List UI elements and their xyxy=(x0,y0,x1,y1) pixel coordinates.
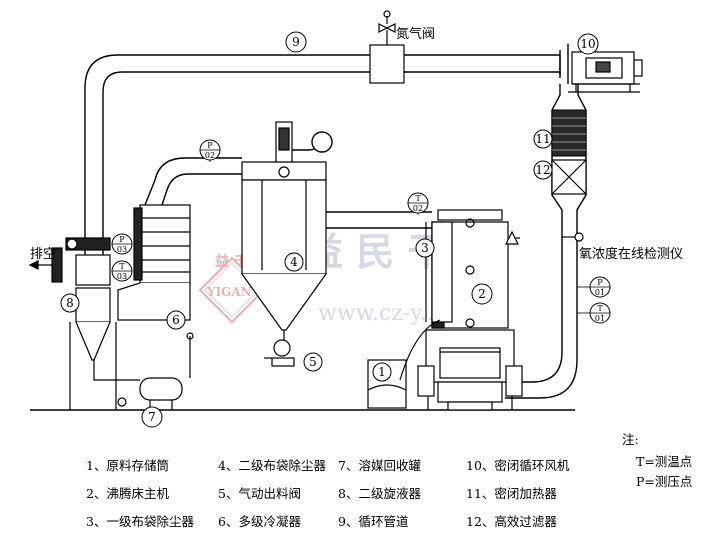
sensor-p03: P 03 xyxy=(111,233,133,255)
hepa-filter xyxy=(551,159,587,195)
svg-text:01: 01 xyxy=(595,314,605,323)
pneumatic-discharge-valve xyxy=(264,339,295,367)
legend-item-6: 6、多级冷凝器 xyxy=(218,514,301,529)
callout-3 xyxy=(415,238,435,258)
legend-note: 注: T=测温点 P=测压点 xyxy=(622,432,692,489)
svg-text:02: 02 xyxy=(413,204,423,213)
callout-1 xyxy=(372,362,392,382)
callout-2-text: 2 xyxy=(478,287,486,301)
secondary-cyclone xyxy=(65,237,117,410)
svg-text:P: P xyxy=(597,278,603,287)
callout-10 xyxy=(577,33,599,55)
vent-label: 排空 xyxy=(30,247,56,262)
legend-item-11: 11、密闭加热器 xyxy=(466,486,557,501)
callout-7 xyxy=(141,406,163,428)
sensor-p02: P 02 xyxy=(199,139,221,162)
circulation-pipe xyxy=(84,44,569,255)
callout-11 xyxy=(533,129,553,149)
legend-item-3: 3、一级布袋除尘器 xyxy=(86,514,194,529)
o2-meter-label: 氧浓度在线检测仪 xyxy=(579,246,683,262)
callout-8-text: 8 xyxy=(66,296,74,310)
callout-12 xyxy=(533,160,553,180)
legend-item-5: 5、气动出料阀 xyxy=(218,486,301,501)
legend-item-1: 1、原料存储筒 xyxy=(86,458,169,473)
circulation-fan xyxy=(568,51,643,93)
svg-text:P: P xyxy=(119,235,125,244)
nitrogen-valve-label: 氮气阀 xyxy=(396,26,435,42)
callout-12-text: 12 xyxy=(535,163,550,177)
callout-10-text: 10 xyxy=(580,37,595,51)
duct-filter-to-condenser xyxy=(144,131,333,206)
legend-item-12: 12、高效过滤器 xyxy=(466,514,557,529)
note-t: T=测温点 xyxy=(636,454,692,469)
vent-outlet xyxy=(28,247,63,283)
callout-5 xyxy=(303,352,323,372)
callout-4-text: 4 xyxy=(290,255,298,269)
callout-2 xyxy=(471,283,493,305)
legend-item-4: 4、二级布袋除尘器 xyxy=(218,458,326,473)
callout-3-text: 3 xyxy=(421,241,429,255)
o2-meter xyxy=(562,232,584,242)
svg-text:02: 02 xyxy=(205,151,215,160)
callout-5-text: 5 xyxy=(309,355,317,369)
nitrogen-valve xyxy=(369,10,405,84)
svg-text:T: T xyxy=(415,194,421,203)
duct-main-to-filter xyxy=(325,211,432,229)
callout-9-text: 9 xyxy=(292,35,300,49)
callout-9 xyxy=(285,31,307,53)
callout-7-text: 7 xyxy=(148,410,156,424)
callout-11-text: 11 xyxy=(535,132,550,146)
callout-8 xyxy=(60,293,80,313)
secondary-bag-filter xyxy=(241,121,327,345)
legend-item-8: 8、二级旋液器 xyxy=(338,486,421,501)
legend-item-2: 2、沸腾床主机 xyxy=(86,486,169,501)
primary-bag-filter xyxy=(425,221,453,323)
sensor-t02: T 02 xyxy=(407,192,429,215)
svg-text:03: 03 xyxy=(117,272,127,281)
svg-text:T: T xyxy=(119,262,125,271)
watermark-logo-subtext: YIGAN xyxy=(206,285,252,299)
callout-6 xyxy=(166,310,186,330)
legend: 1、原料存储筒 2、沸腾床主机 3、一级布袋除尘器 4、二级布袋除尘器 5、气动… xyxy=(86,458,570,529)
svg-text:P: P xyxy=(207,141,213,150)
legend-item-7: 7、溶媒回收罐 xyxy=(338,458,421,473)
heater xyxy=(551,109,587,157)
callout-4 xyxy=(284,252,304,272)
callout-6-text: 6 xyxy=(172,313,180,327)
callout-1-text: 1 xyxy=(378,365,386,379)
multi-stage-condenser xyxy=(117,204,194,340)
svg-text:03: 03 xyxy=(117,245,127,254)
svg-text:01: 01 xyxy=(595,288,605,297)
sensor-p01: P 01 xyxy=(577,276,611,298)
note-title: 注: xyxy=(622,432,639,447)
note-p: P=测压点 xyxy=(636,474,692,489)
sensor-t03: T 03 xyxy=(111,260,133,282)
legend-item-10: 10、密闭循环风机 xyxy=(466,458,570,473)
svg-text:T: T xyxy=(597,304,603,313)
solvent-recovery-tank xyxy=(93,336,191,410)
watermark-logo-text: 益 千 xyxy=(215,253,248,270)
legend-item-9: 9、循环管道 xyxy=(338,514,409,529)
sensor-t01: T 01 xyxy=(577,302,611,324)
